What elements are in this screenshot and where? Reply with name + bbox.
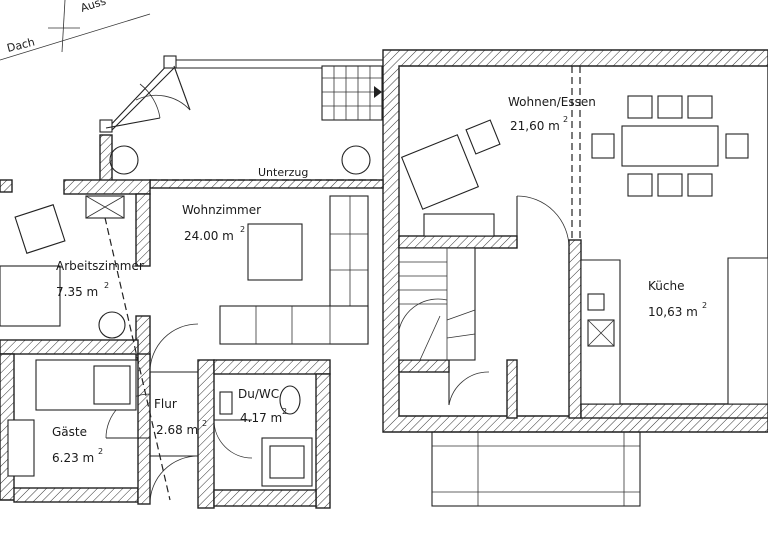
shaft-markers — [85, 195, 125, 219]
unterzug-label: Unterzug — [258, 166, 308, 179]
wohnzimmer-area: 24.00 m — [184, 229, 234, 243]
arbeitszimmer-sup: 2 — [104, 281, 109, 290]
flur-area: 2.68 m — [156, 423, 198, 437]
wohnzimmer-sup: 2 — [240, 225, 245, 234]
du-wc-area: 4.17 m — [240, 411, 282, 425]
du-wc-sup: 2 — [282, 407, 287, 416]
du-wc-name: Du/WC — [238, 387, 279, 401]
bathroom-furniture — [219, 385, 313, 487]
kueche-sup: 2 — [702, 301, 707, 310]
dach-label: Dach — [6, 35, 37, 54]
living-room-furniture — [98, 145, 371, 345]
kitchen-counter — [580, 257, 768, 405]
terrace-glazing — [431, 431, 641, 507]
beam-lines — [99, 66, 581, 501]
kueche-area: 10,63 m — [648, 305, 698, 319]
flur-sup: 2 — [202, 419, 207, 428]
wohnzimmer-name: Wohnzimmer — [182, 203, 261, 217]
gaeste-name: Gäste — [52, 425, 87, 439]
arbeitszimmer-name: Arbeitszimmer — [56, 259, 144, 273]
bay-window — [99, 55, 383, 133]
gaeste-area: 6.23 m — [52, 451, 94, 465]
wohnen-essen-name: Wohnen/Essen — [508, 95, 596, 109]
wohnen-essen-sup: 2 — [563, 115, 568, 124]
doors — [105, 195, 570, 505]
flur-name: Flur — [154, 397, 177, 411]
gaeste-sup: 2 — [98, 447, 103, 456]
wohnen-essen-area: 21,60 m — [510, 119, 560, 133]
kueche-name: Küche — [648, 279, 684, 293]
east-wing-walls — [382, 49, 768, 433]
dining-furniture — [400, 95, 749, 237]
top-staircase — [321, 65, 383, 121]
study-furniture — [0, 204, 66, 327]
inner-staircase — [398, 247, 476, 361]
guest-room-furniture — [7, 359, 137, 477]
arbeitszimmer-area: 7.35 m — [56, 285, 98, 299]
aussen-label: Auss — [79, 0, 108, 15]
roof-guide-lines — [0, 0, 151, 61]
